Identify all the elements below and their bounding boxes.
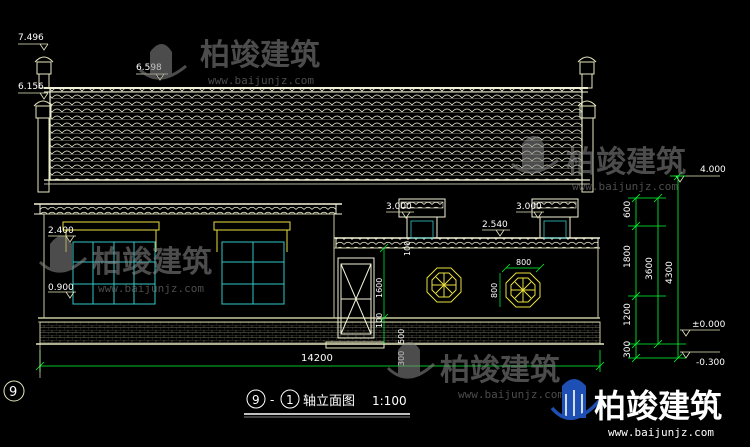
level-window-bottom-text: 0.900 — [48, 283, 74, 293]
level-marker-ridge-top: 7.496 — [18, 33, 49, 51]
level-window-top-text: 2.400 — [48, 226, 74, 236]
title-scale: 1:100 — [372, 394, 407, 408]
right-ridge-ornament — [577, 56, 597, 193]
right-dimension-labels: 600 1800 1200 300 3600 4300 — [623, 201, 675, 358]
right-wing-roof — [334, 237, 600, 249]
left-window — [72, 241, 156, 305]
level-marker-eave-upper: 6.156 — [18, 82, 49, 100]
watermark-top-url: www.baijunjz.com — [208, 74, 314, 87]
dim-octagon-height: 800 — [490, 283, 499, 298]
title-name: 轴立面图 — [303, 394, 355, 409]
dim-door-100: 100 — [375, 313, 384, 328]
dim-right-1200: 1200 — [623, 303, 633, 326]
brand-logo-text: 柏竣建筑 — [594, 387, 722, 425]
plinth — [36, 321, 604, 349]
octagon-dimensions: 800 800 — [490, 258, 545, 307]
level-marker-ground: -0.300 — [680, 351, 725, 368]
watermark-top-brand: 柏竣建筑 — [200, 38, 320, 73]
watermark-bottom-brand: 柏竣建筑 — [440, 353, 560, 388]
level-marker-dormer-right: 3.000 — [516, 202, 544, 219]
title-dash: - — [270, 393, 274, 407]
level-ridge-top-text: 7.496 — [18, 33, 44, 43]
level-marker-dormer-left: 3.000 — [386, 202, 414, 219]
entry-door — [337, 257, 375, 339]
main-roof — [44, 87, 590, 185]
octagon-window-left — [426, 267, 462, 303]
level-eave-upper-text: 6.156 — [18, 82, 44, 92]
level-dormer-right-text: 3.000 — [516, 202, 542, 212]
level-ridge-mid-text: 6.598 — [136, 63, 162, 73]
watermark-mid-right-brand: 柏竣建筑 — [566, 145, 686, 180]
watermark-mid-right-url: www.baijunjz.com — [572, 180, 678, 193]
dim-door-500: 500 — [397, 329, 406, 344]
axis-left-label: 9 — [9, 385, 17, 400]
level-4000-text: 4.000 — [700, 165, 726, 175]
title-axis-from: 9 — [252, 393, 260, 407]
level-ground-text: -0.300 — [696, 358, 725, 368]
watermark-mid-left-brand: 柏竣建筑 — [92, 245, 212, 280]
watermark-mid-left: 柏竣建筑 www.baijunjz.com — [38, 236, 212, 295]
title-axis-to: 1 — [286, 393, 294, 407]
dim-right-300: 300 — [623, 341, 633, 358]
left-ridge-ornament — [33, 56, 54, 193]
octagon-window-right — [505, 272, 541, 308]
watermark-bottom-url: www.baijunjz.com — [458, 388, 564, 401]
level-marker-window-bottom: 0.900 — [48, 283, 76, 299]
dim-right-600: 600 — [623, 201, 633, 218]
right-dimension-chains — [628, 171, 686, 363]
level-marker-floor: ±0.000 — [680, 320, 726, 337]
dormer-right — [531, 198, 579, 239]
level-dormer-left-text: 3.000 — [386, 202, 412, 212]
dim-door-1600: 1600 — [375, 278, 384, 298]
axis-left: 9 — [3, 344, 41, 402]
drawing-title: 9 - 1 轴立面图 1:100 — [244, 389, 410, 418]
dim-door-top-100: 100 — [403, 241, 412, 256]
dim-total-width: 14200 — [301, 353, 333, 364]
dim-octagon-width: 800 — [516, 258, 531, 267]
watermark-bottom-center: 柏竣建筑 www.baijunjz.com — [386, 342, 564, 401]
watermark-top: 柏竣建筑 www.baijunjz.com — [138, 38, 320, 87]
level-floor-text: ±0.000 — [692, 320, 726, 330]
dim-right-4300: 4300 — [665, 261, 675, 284]
left-wing-roof — [34, 203, 342, 215]
dormer-left — [398, 198, 446, 239]
brand-logo-url: www.baijunjz.com — [608, 426, 714, 439]
watermark-mid-right: 柏竣建筑 www.baijunjz.com — [510, 136, 686, 193]
middle-window — [221, 241, 285, 305]
level-low-roof-text: 2.540 — [482, 220, 508, 230]
dim-right-1800: 1800 — [623, 245, 633, 268]
dim-right-3600: 3600 — [645, 257, 655, 280]
watermark-mid-left-url: www.baijunjz.com — [98, 282, 204, 295]
brand-logo: 柏竣建筑 www.baijunjz.com — [550, 379, 722, 439]
level-marker-low-roof: 2.540 — [482, 220, 510, 237]
window-awnings — [62, 221, 291, 252]
